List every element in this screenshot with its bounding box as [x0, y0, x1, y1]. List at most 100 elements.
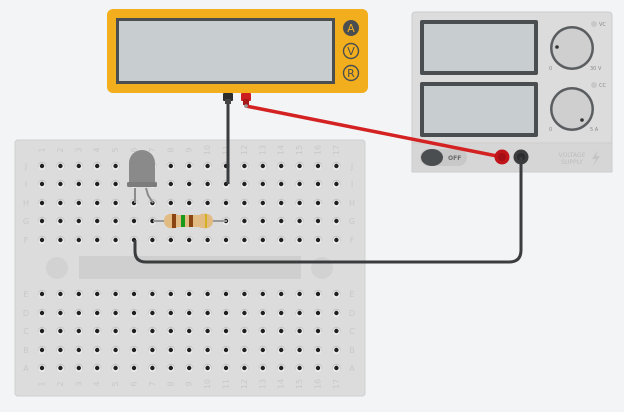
breadboard-hole-J3[interactable]	[74, 161, 84, 171]
breadboard-hole-E14[interactable]	[277, 289, 286, 299]
breadboard-hole-H14[interactable]	[277, 198, 286, 208]
breadboard-hole-B17[interactable]	[332, 345, 341, 355]
breadboard-hole-E8[interactable]	[166, 289, 175, 299]
breadboard-hole-B11[interactable]	[221, 345, 231, 355]
mode-button-v[interactable]: V	[342, 42, 360, 60]
breadboard-hole-G2[interactable]	[56, 216, 65, 226]
breadboard-hole-B8[interactable]	[166, 345, 175, 355]
breadboard-hole-I3[interactable]	[74, 179, 84, 189]
breadboard-hole-E1[interactable]	[37, 289, 47, 299]
breadboard-hole-J12[interactable]	[240, 161, 249, 171]
breadboard-hole-E7[interactable]	[148, 289, 157, 299]
breadboard-hole-B4[interactable]	[93, 345, 102, 355]
breadboard-hole-J9[interactable]	[185, 161, 194, 171]
breadboard-hole-D3[interactable]	[74, 308, 84, 318]
breadboard-hole-E9[interactable]	[185, 289, 194, 299]
breadboard-hole-G15[interactable]	[295, 216, 304, 226]
breadboard-hole-G3[interactable]	[74, 216, 84, 226]
breadboard-hole-H13[interactable]	[258, 198, 267, 208]
breadboard-hole-C4[interactable]	[93, 326, 102, 336]
breadboard-hole-C5[interactable]	[111, 326, 120, 336]
breadboard-hole-G5[interactable]	[111, 216, 120, 226]
breadboard-hole-F10[interactable]	[203, 235, 212, 245]
voltage-knob[interactable]	[550, 26, 594, 70]
breadboard-hole-F16[interactable]	[313, 235, 323, 245]
power-supply[interactable]: VC 0 30 V CC 0 5 A OFF VOLTAGE SUPPLY	[411, 11, 613, 173]
breadboard-hole-I9[interactable]	[185, 179, 194, 189]
breadboard-hole-A11[interactable]	[221, 363, 231, 373]
breadboard-hole-J1[interactable]	[37, 161, 47, 171]
red-probe[interactable]	[241, 93, 251, 108]
breadboard-hole-A9[interactable]	[185, 363, 194, 373]
breadboard-hole-I15[interactable]	[295, 179, 304, 189]
breadboard-hole-J17[interactable]	[332, 161, 341, 171]
breadboard-hole-I12[interactable]	[240, 179, 249, 189]
breadboard-hole-I1[interactable]	[37, 179, 47, 189]
negative-terminal[interactable]	[513, 149, 529, 171]
breadboard-hole-H17[interactable]	[332, 198, 341, 208]
breadboard-hole-D2[interactable]	[56, 308, 65, 318]
breadboard-hole-E2[interactable]	[56, 289, 65, 299]
breadboard-hole-F7[interactable]	[148, 235, 157, 245]
breadboard-hole-I8[interactable]	[166, 179, 175, 189]
breadboard-hole-E11[interactable]	[221, 289, 231, 299]
breadboard-hole-B7[interactable]	[148, 345, 157, 355]
breadboard-hole-E13[interactable]	[258, 289, 267, 299]
breadboard-hole-B9[interactable]	[185, 345, 194, 355]
breadboard-hole-G7[interactable]	[148, 216, 157, 226]
breadboard-hole-G4[interactable]	[93, 216, 102, 226]
breadboard-hole-J14[interactable]	[277, 161, 286, 171]
breadboard-hole-C12[interactable]	[240, 326, 249, 336]
breadboard-hole-A5[interactable]	[111, 363, 120, 373]
breadboard-hole-B12[interactable]	[240, 345, 249, 355]
breadboard-hole-G6[interactable]	[129, 216, 139, 226]
breadboard-hole-A14[interactable]	[277, 363, 286, 373]
breadboard-hole-C10[interactable]	[203, 326, 212, 336]
breadboard-hole-C3[interactable]	[74, 326, 84, 336]
breadboard-hole-F11[interactable]	[221, 235, 231, 245]
mode-button-a[interactable]: A	[343, 20, 359, 36]
multimeter[interactable]: A V R	[107, 9, 368, 93]
breadboard-hole-D10[interactable]	[203, 308, 212, 318]
breadboard-hole-H5[interactable]	[111, 198, 120, 208]
breadboard-hole-G12[interactable]	[240, 216, 249, 226]
breadboard-hole-J13[interactable]	[258, 161, 267, 171]
breadboard-hole-A3[interactable]	[74, 363, 84, 373]
breadboard-hole-G16[interactable]	[313, 216, 323, 226]
breadboard-hole-J15[interactable]	[295, 161, 304, 171]
breadboard-hole-B2[interactable]	[56, 345, 65, 355]
breadboard-hole-C8[interactable]	[166, 326, 175, 336]
breadboard-hole-D7[interactable]	[148, 308, 157, 318]
breadboard-hole-D5[interactable]	[111, 308, 120, 318]
breadboard-hole-I14[interactable]	[277, 179, 286, 189]
breadboard-hole-A6[interactable]	[129, 363, 139, 373]
breadboard-hole-B1[interactable]	[37, 345, 47, 355]
breadboard-hole-H4[interactable]	[93, 198, 102, 208]
breadboard-hole-C13[interactable]	[258, 326, 267, 336]
breadboard-hole-J5[interactable]	[111, 161, 120, 171]
breadboard-hole-F5[interactable]	[111, 235, 120, 245]
breadboard-hole-B6[interactable]	[129, 345, 139, 355]
breadboard-hole-E4[interactable]	[93, 289, 102, 299]
breadboard-hole-E3[interactable]	[74, 289, 84, 299]
breadboard-hole-D11[interactable]	[221, 308, 231, 318]
breadboard-hole-I5[interactable]	[111, 179, 120, 189]
wire-red-meter-to-supply[interactable]	[244, 104, 504, 159]
breadboard-hole-A12[interactable]	[240, 363, 249, 373]
breadboard-hole-I2[interactable]	[56, 179, 65, 189]
breadboard-hole-A8[interactable]	[166, 363, 175, 373]
breadboard-hole-I16[interactable]	[313, 179, 323, 189]
breadboard-hole-F12[interactable]	[240, 235, 249, 245]
breadboard-hole-D14[interactable]	[277, 308, 286, 318]
breadboard-hole-D6[interactable]	[129, 308, 139, 318]
breadboard-hole-G14[interactable]	[277, 216, 286, 226]
breadboard-hole-F9[interactable]	[185, 235, 194, 245]
breadboard-hole-I17[interactable]	[332, 179, 341, 189]
breadboard-hole-F17[interactable]	[332, 235, 341, 245]
breadboard-hole-C15[interactable]	[295, 326, 304, 336]
breadboard-hole-C17[interactable]	[332, 326, 341, 336]
breadboard-hole-C2[interactable]	[56, 326, 65, 336]
breadboard-hole-F14[interactable]	[277, 235, 286, 245]
breadboard-hole-H15[interactable]	[295, 198, 304, 208]
breadboard-hole-E17[interactable]	[332, 289, 341, 299]
